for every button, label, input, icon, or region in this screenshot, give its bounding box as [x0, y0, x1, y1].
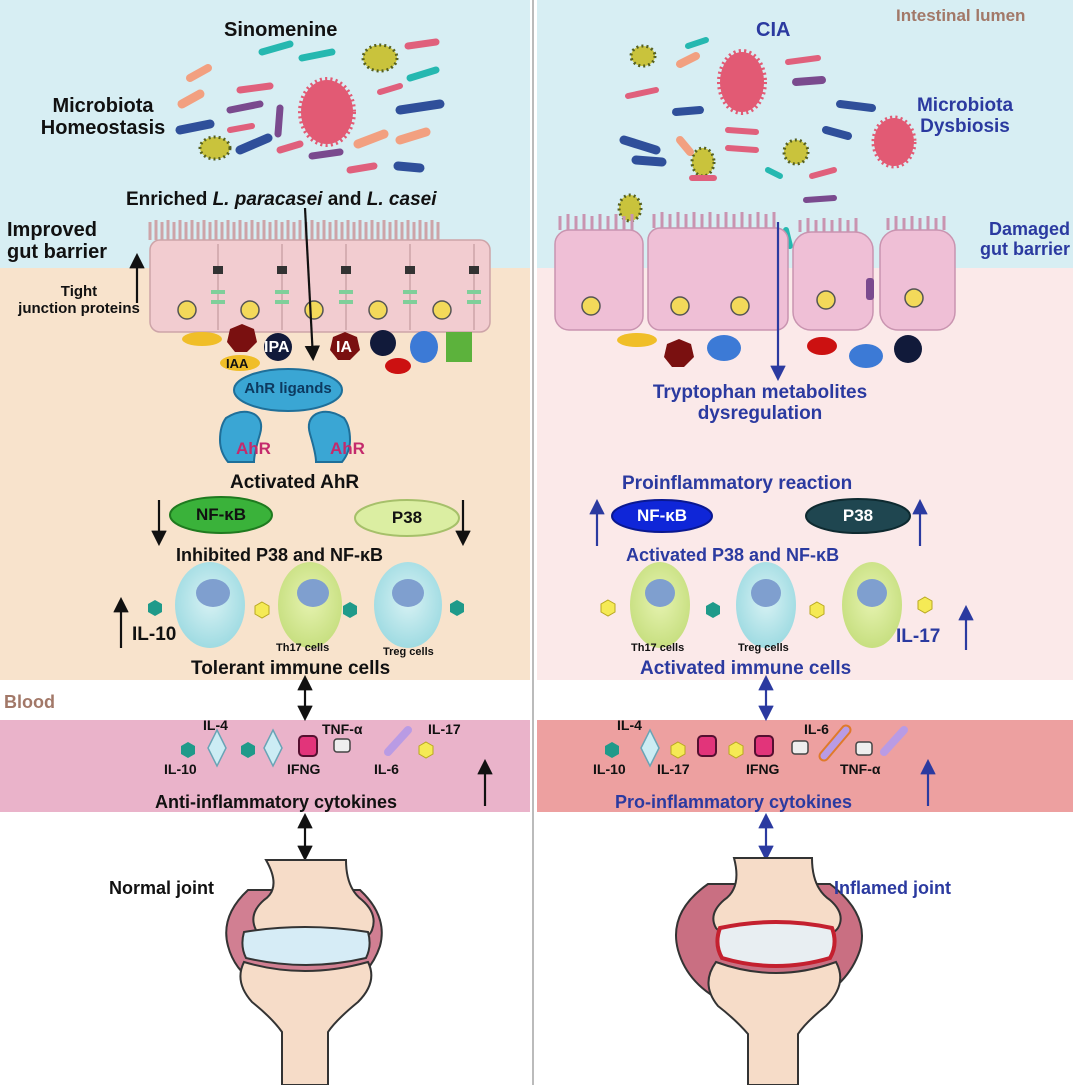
normal-joint-illustration: [225, 859, 383, 1085]
iaa-label: IAA: [226, 356, 249, 371]
il17-left-label: IL-17: [428, 721, 461, 737]
th17-right-label: Th17 cells: [631, 642, 685, 654]
cia-label: CIA: [756, 19, 791, 41]
enriched-species-label: Enriched L. paracasei and L. casei: [126, 189, 437, 210]
treg-left-label: Treg cells: [383, 646, 434, 658]
inflamed-joint-illustration: [675, 857, 863, 1085]
treg-right-label: Treg cells: [738, 642, 789, 654]
left-microbiota-cluster: [175, 38, 445, 174]
microbiota-dysbiosis-label: Microbiota Dysbiosis: [916, 95, 1014, 138]
nfkb-left-label: NF-κB: [195, 505, 247, 524]
tissue-cytokine-glyphs: [148, 596, 933, 619]
blood-label: Blood: [4, 692, 55, 712]
right-microbiota-cluster: [616, 37, 917, 290]
th17-left-label: Th17 cells: [276, 642, 330, 654]
ahr-ligands-label: AhR ligands: [244, 380, 332, 397]
p38-ellipse-right: [805, 498, 911, 534]
spiky-bacterium: [298, 77, 356, 147]
right-blood-band: [537, 720, 1073, 812]
ahr-right-label: AhR: [330, 439, 365, 458]
spore-bacterium: [361, 43, 399, 73]
normal-joint-label: Normal joint: [109, 878, 215, 898]
damaged-gut-barrier-label: Damaged gut barrier: [979, 219, 1070, 260]
ia-label: IA: [336, 339, 352, 356]
spore-bacterium: [198, 135, 232, 161]
nfkb-ellipse-left: [169, 496, 273, 534]
left-metabolites: [182, 324, 472, 374]
left-signaling: [169, 496, 460, 537]
spiky-bacterium: [871, 115, 917, 169]
nfkb-ellipse-right: [611, 499, 713, 533]
il17-blood-right-label: IL-17: [657, 761, 690, 777]
right-immune-cells: [630, 562, 902, 648]
inflamed-joint-label: Inflamed joint: [834, 878, 951, 898]
ifng-left-label: IFNG: [287, 761, 321, 777]
left-blood-cytokines: [181, 726, 434, 768]
p38-right-label: P38: [842, 506, 874, 525]
anti-inflammatory-label: Anti-inflammatory cytokines: [155, 792, 398, 812]
tight-junction-label: Tight junction proteins: [18, 283, 140, 317]
tnfa-left-label: TNF-α: [322, 721, 363, 737]
left-blood-band: [0, 720, 530, 812]
il10-blood-left-label: IL-10: [164, 761, 197, 777]
right-signaling: [611, 498, 911, 534]
nfkb-right-label: NF-κB: [636, 506, 688, 525]
improved-gut-barrier-label: Improved gut barrier: [7, 219, 108, 264]
right-metabolites: [617, 333, 922, 368]
right-arrows: [589, 222, 974, 862]
right-lumen-region: [537, 0, 1073, 268]
sinomenine-label: Sinomenine: [224, 19, 338, 41]
tryptophan-dysregulation-label: Tryptophan metabolites dysregulation: [652, 382, 868, 425]
ifng-right-label: IFNG: [746, 761, 780, 777]
spiky-bacterium: [717, 49, 767, 115]
right-blood-cytokines: [605, 724, 908, 768]
tnfa-right-label: TNF-α: [840, 761, 881, 777]
activated-p38-nfkb-label: Activated P38 and NF-κB: [626, 545, 840, 565]
ipa-label: IPA: [264, 339, 290, 356]
activated-ahr-label: Activated AhR: [230, 472, 360, 493]
pro-inflammatory-label: Pro-inflammatory cytokines: [615, 792, 853, 812]
il10-left-label: IL-10: [132, 624, 177, 645]
il10-blood-right-label: IL-10: [593, 761, 626, 777]
metabolite-hexagon: [227, 324, 257, 352]
p38-ellipse-left: [354, 499, 460, 537]
intestinal-lumen-label: Intestinal lumen: [896, 6, 1026, 25]
ahr-left-label: AhR: [236, 439, 271, 458]
il6-right-label: IL-6: [804, 721, 829, 737]
il4-right-label: IL-4: [617, 717, 642, 733]
il6-left-label: IL-6: [374, 761, 399, 777]
microbiota-homeostasis-label: Microbiota Homeostasis: [40, 95, 166, 140]
proinflammatory-reaction-label: Proinflammatory reaction: [622, 473, 853, 494]
il17-right-label: IL-17: [896, 626, 941, 647]
tolerant-immune-cells-label: Tolerant immune cells: [191, 658, 391, 679]
ahr-ligands-ellipse: [233, 368, 343, 412]
left-epithelium: [148, 220, 491, 333]
inhibited-label: Inhibited P38 and NF-κB: [176, 545, 384, 565]
left-immune-cells: [175, 562, 442, 648]
right-epithelium: [554, 212, 956, 331]
ahr-receptor-left: [218, 410, 263, 463]
left-arrows: [113, 207, 493, 862]
ahr-receptor-right: [307, 410, 352, 463]
ahr-group: [218, 368, 352, 463]
il4-left-label: IL-4: [203, 717, 228, 733]
activated-immune-cells-label: Activated immune cells: [640, 658, 852, 679]
p38-left-label: P38: [391, 508, 423, 527]
